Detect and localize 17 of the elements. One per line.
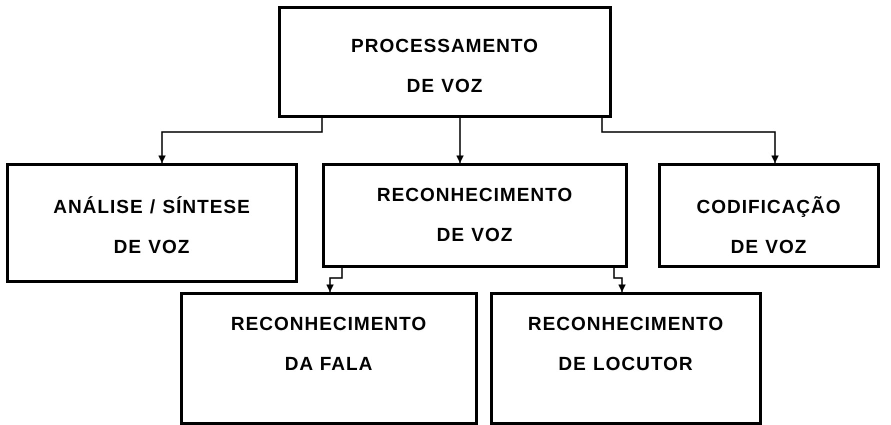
process-box <box>180 292 478 425</box>
box-label: CODIFICAÇÃO DE VOZ <box>695 195 843 260</box>
box-label: RECONHECIMENTO DA FALA <box>230 313 428 377</box>
arrow <box>158 118 323 163</box>
box-label: PROCESSAMENTO DE VOZ <box>350 35 540 99</box>
process-box <box>322 163 628 268</box>
arrow <box>456 118 464 163</box>
process-box <box>658 163 880 268</box>
process-box <box>278 6 612 118</box>
process-box <box>6 163 298 283</box>
arrow <box>613 268 626 292</box>
box-label: ANÁLISE / SÍNTESE DE VOZ <box>52 195 252 260</box>
box-label: RECONHECIMENTO DE VOZ <box>376 184 574 248</box>
process-box <box>490 292 762 425</box>
box-label: RECONHECIMENTO DE LOCUTOR <box>526 313 726 377</box>
arrow <box>326 268 343 292</box>
arrow <box>601 118 779 163</box>
